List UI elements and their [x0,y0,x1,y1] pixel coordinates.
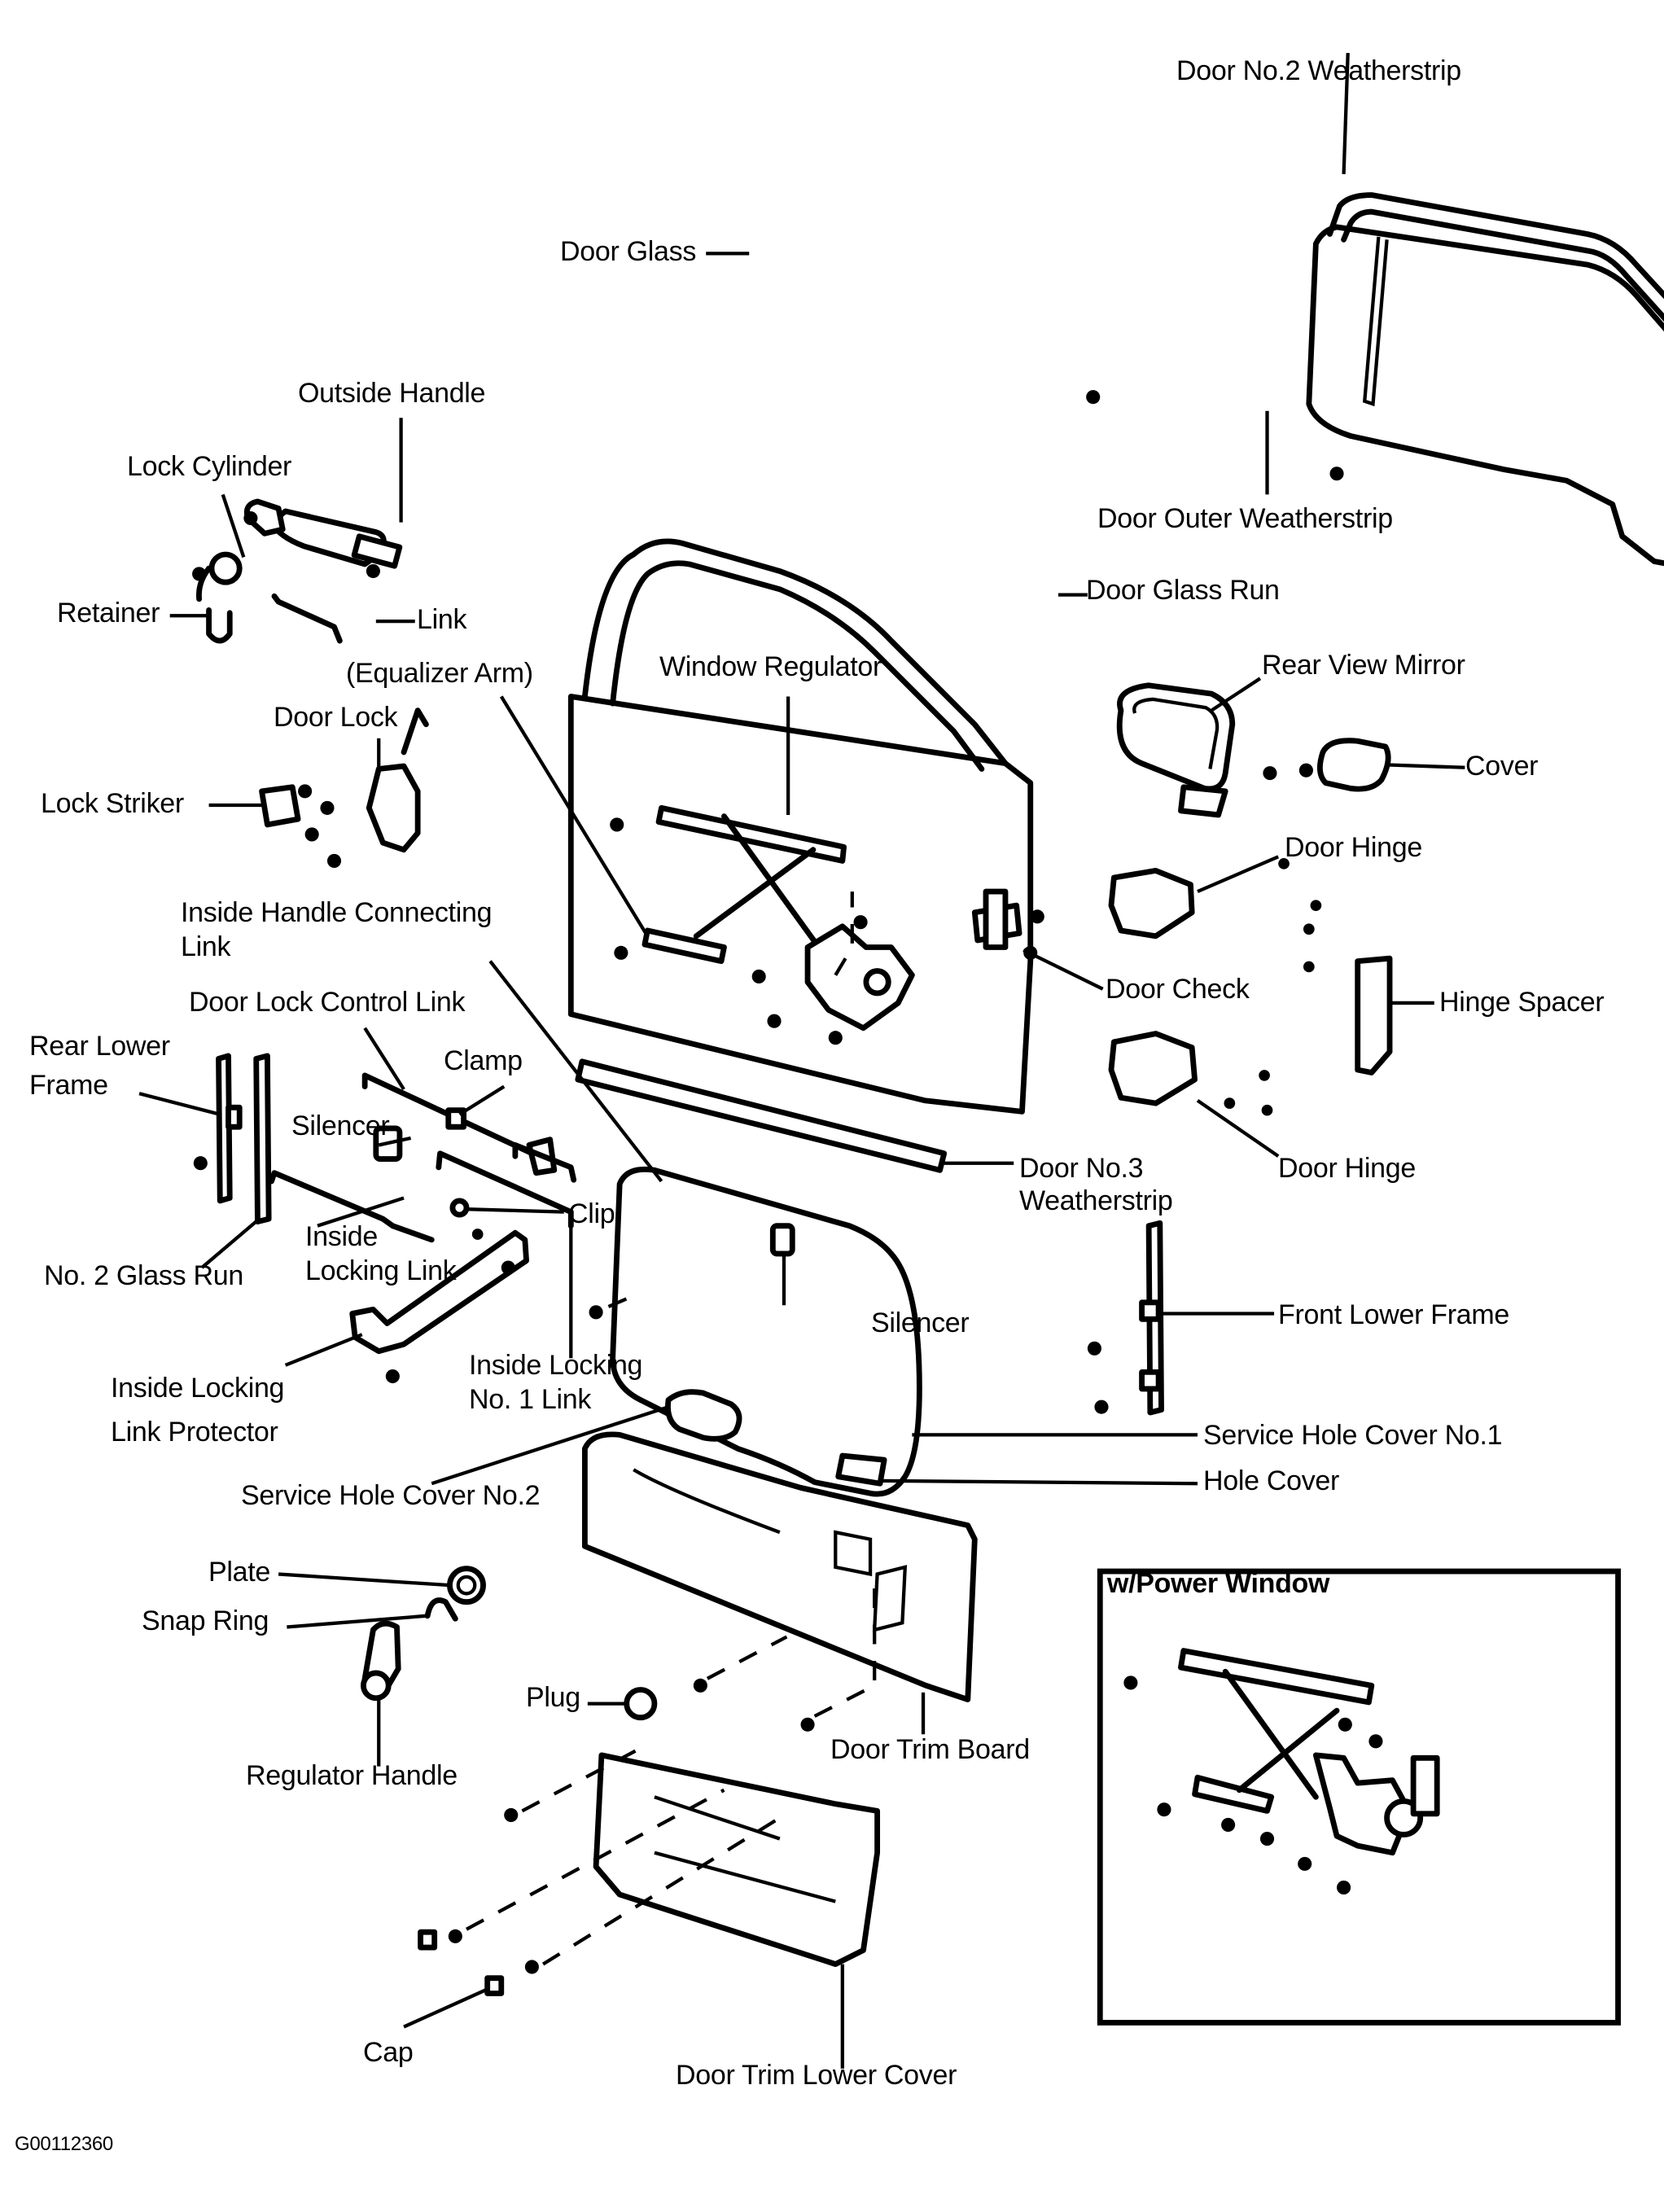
label-inside-locking-link: Inside [305,1221,378,1252]
label-inside-locking-link-2: Locking Link [305,1255,457,1286]
door-trim-board-part [581,1431,978,1702]
mirror-cover-part [1316,738,1391,792]
label-door-trim-board: Door Trim Board [830,1734,1030,1765]
label-door-trim-lower-cover: Door Trim Lower Cover [676,2060,957,2091]
label-inside-handle-connecting-link-2: Link [181,931,231,962]
label-snap-ring: Snap Ring [142,1605,269,1636]
inside-locking-no1-link-part [436,1150,574,1229]
label-clamp: Clamp [444,1045,523,1076]
clip-part [449,1198,470,1218]
label-lock-striker: Lock Striker [41,788,184,819]
hinge-spacer-part [1355,955,1393,1075]
label-front-lower-frame: Front Lower Frame [1278,1299,1509,1330]
label-door-lock: Door Lock [274,702,398,733]
label-lock-cylinder: Lock Cylinder [127,451,292,482]
label-regulator-handle: Regulator Handle [246,1760,458,1791]
label-plug: Plug [526,1682,580,1713]
label-silencer-center: Silencer [871,1307,970,1338]
label-rear-lower-frame-2: Frame [29,1070,108,1101]
door-lock-part [366,707,429,853]
label-cover: Cover [1465,751,1539,782]
window-regulator-part [642,804,915,1032]
rear-view-mirror-part [1116,682,1236,818]
label-service-hole-cover-no1: Service Hole Cover No.1 [1203,1420,1503,1451]
label-silencer-left: Silencer [291,1110,390,1141]
door-panel-part [567,538,1034,1115]
leader-lines [138,52,1465,2069]
label-inside-locking-no1-link-2: No. 1 Link [469,1384,592,1415]
label-door-hinge-lower: Door Hinge [1278,1153,1416,1184]
label-door-lock-control-link: Door Lock Control Link [189,987,466,1018]
lock-cylinder-part [195,551,243,602]
inside-locking-link-part [269,1170,435,1243]
label-door-glass-run: Door Glass Run [1086,575,1280,606]
no2-glass-run-part [253,1053,272,1225]
label-door-no3-weatherstrip: Door No.3 [1019,1153,1144,1184]
label-cap: Cap [363,2037,414,2068]
plug-part [624,1687,658,1721]
door-hinge-lower-part [1108,1031,1198,1106]
label-hole-cover: Hole Cover [1203,1465,1340,1496]
hole-cover-part [835,1452,887,1487]
bolts [192,390,1344,1974]
door-hinge-upper-part [1108,867,1195,940]
label-link: Link [417,604,467,635]
service-hole-cover-no1-part [610,1166,922,1497]
figure-id: G00112360 [15,2133,113,2155]
inside-handle-connecting-link-part [512,1142,577,1183]
label-inside-handle-connecting-link: Inside Handle Connecting [181,897,493,928]
door-check-part [971,888,1022,950]
label-plate: Plate [208,1557,270,1588]
label-inside-locking-link-protector: Inside Locking [111,1373,285,1404]
label-hinge-spacer: Hinge Spacer [1439,987,1605,1018]
rear-lower-frame-part [216,1053,243,1204]
outside-handle-part [243,498,403,569]
label-door-no2-weatherstrip: Door No.2 Weatherstrip [1176,55,1461,86]
label-inside-locking-link-protector-2: Link Protector [111,1417,278,1448]
label-outside-handle: Outside Handle [298,378,486,409]
label-rear-lower-frame: Rear Lower [29,1031,170,1062]
label-service-hole-cover-no2: Service Hole Cover No.2 [241,1480,541,1511]
label-inside-locking-no1-link: Inside Locking [469,1350,643,1381]
label-no2-glass-run: No. 2 Glass Run [44,1260,243,1291]
silencer-center-part [769,1223,795,1257]
service-hole-cover-no2-part [665,1389,742,1442]
label-window-regulator: Window Regulator [659,651,882,682]
retainer-part [206,607,233,644]
label-rear-view-mirror: Rear View Mirror [1262,650,1465,681]
label-power-window-inset-title: w/Power Window [1107,1568,1330,1599]
label-clip: Clip [568,1198,615,1229]
assembly-lines [465,891,877,1966]
regulator-handle-part [361,1620,401,1702]
link-part [271,593,343,644]
plate-part [447,1566,486,1605]
power-window-inset [1097,1568,1621,2026]
label-door-check: Door Check [1106,974,1250,1005]
door-glass-part [1306,192,1664,567]
label-door-outer-weatherstrip: Door Outer Weatherstrip [1097,503,1393,534]
label-door-no3-weatherstrip-2: Weatherstrip [1019,1185,1173,1216]
snap-ring-part [424,1597,458,1622]
lock-striker-part [259,784,301,828]
label-door-glass: Door Glass [560,236,697,267]
inside-locking-link-protector-part [349,1229,529,1355]
label-door-hinge-upper: Door Hinge [1285,832,1422,863]
door-trim-lower-cover-part [593,1752,881,1967]
cap-part [418,1929,505,1996]
front-lower-frame-part [1139,1220,1164,1416]
label-equalizer-arm: (Equalizer Arm) [346,658,533,689]
label-retainer: Retainer [57,598,160,629]
